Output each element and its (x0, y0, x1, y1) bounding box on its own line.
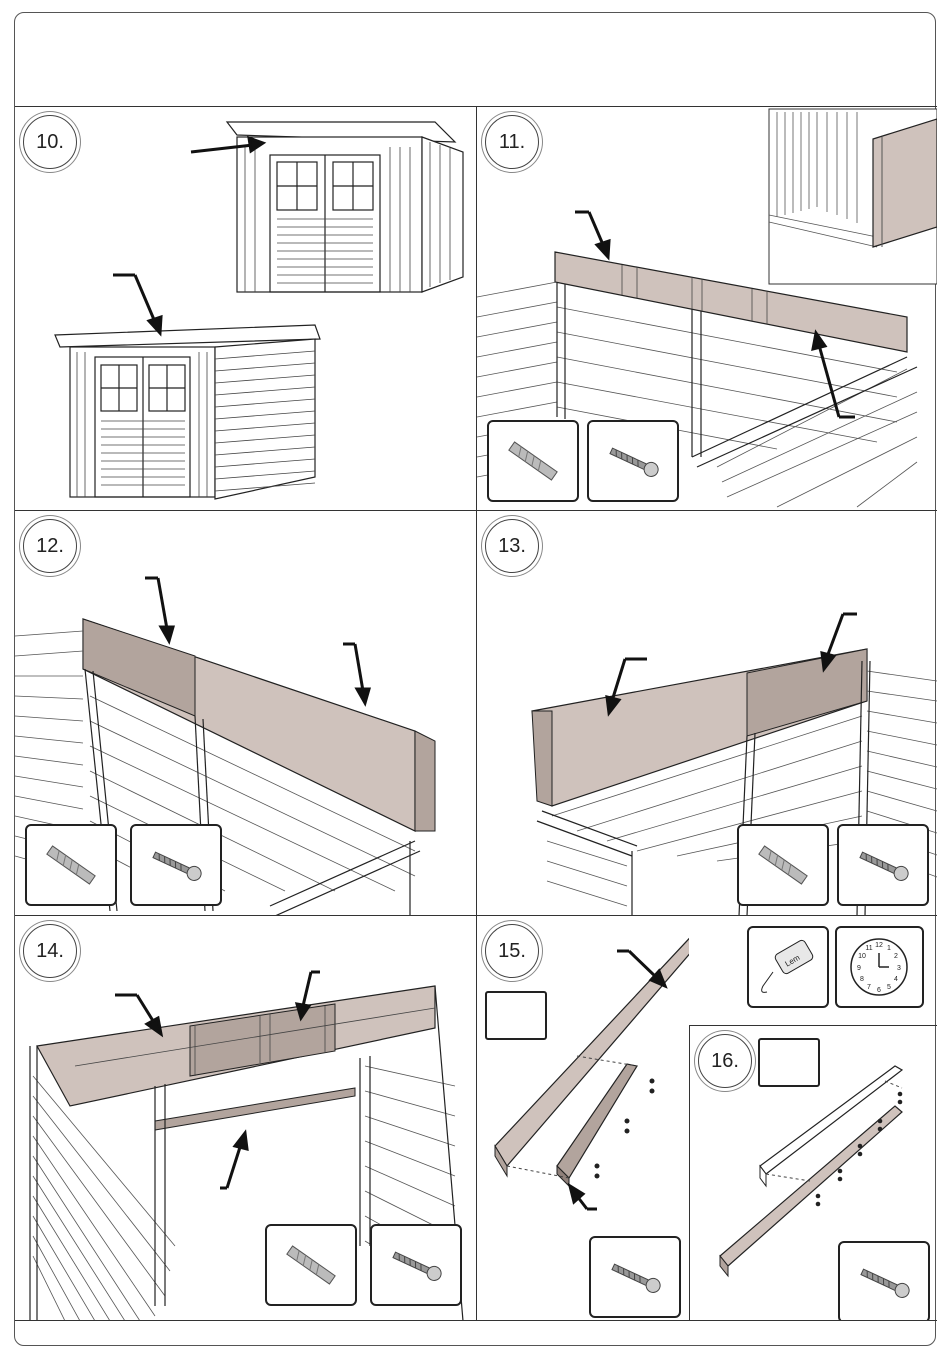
step-11-panel: 11. (477, 106, 937, 511)
screw-icon (391, 1249, 443, 1283)
screw-icon (608, 445, 660, 479)
drill-tool-box (737, 824, 829, 906)
clock-icon: 12 1 2 3 4 5 6 7 8 9 10 11 (837, 928, 922, 1006)
screw-tool-box (589, 1236, 681, 1318)
screw-tool-box (130, 824, 222, 906)
screw-icon (859, 1266, 911, 1300)
clock-number: 2 (894, 953, 898, 960)
drill-tool-box (487, 420, 579, 502)
clock-number: 10 (858, 953, 866, 960)
instruction-sheet: 10. (14, 12, 936, 1346)
step-14-panel: 14. (15, 916, 477, 1321)
step-16-panel: 16. (689, 1025, 937, 1321)
screw-icon (151, 849, 203, 883)
clock-number: 1 (887, 945, 891, 952)
screw-tool-box (838, 1241, 930, 1321)
shed-illustration (15, 107, 477, 511)
clock-number: 12 (875, 942, 883, 949)
drill-tool-box (265, 1224, 357, 1306)
glue-box: Lem (747, 926, 829, 1008)
clock-number: 9 (857, 965, 861, 972)
clock-box: 12 1 2 3 4 5 6 7 8 9 10 11 (835, 926, 924, 1008)
clock-number: 8 (860, 976, 864, 983)
clock-number: 5 (887, 984, 891, 991)
screw-tool-box (837, 824, 929, 906)
screw-tool-box (370, 1224, 462, 1306)
clock-number: 4 (894, 976, 898, 983)
drill-tool-box (25, 824, 117, 906)
clock-number: 7 (867, 984, 871, 991)
drill-bit-icon (509, 442, 557, 480)
step-12-panel: 12. (15, 511, 477, 916)
drill-bit-icon (287, 1246, 335, 1284)
glue-bottle-icon: Lem (762, 939, 815, 992)
drill-bit-icon (47, 846, 95, 884)
screw-tool-box (587, 420, 679, 502)
step-15-panel: 15. (477, 916, 689, 1321)
clock-number: 6 (877, 987, 881, 994)
drill-bit-icon (759, 846, 807, 884)
clock-number: 11 (865, 945, 872, 952)
screw-icon (858, 849, 910, 883)
step-13-panel: 13. (477, 511, 937, 916)
clock-number: 3 (897, 965, 901, 972)
step-10-panel: 10. (15, 106, 477, 511)
screw-icon (610, 1261, 662, 1295)
